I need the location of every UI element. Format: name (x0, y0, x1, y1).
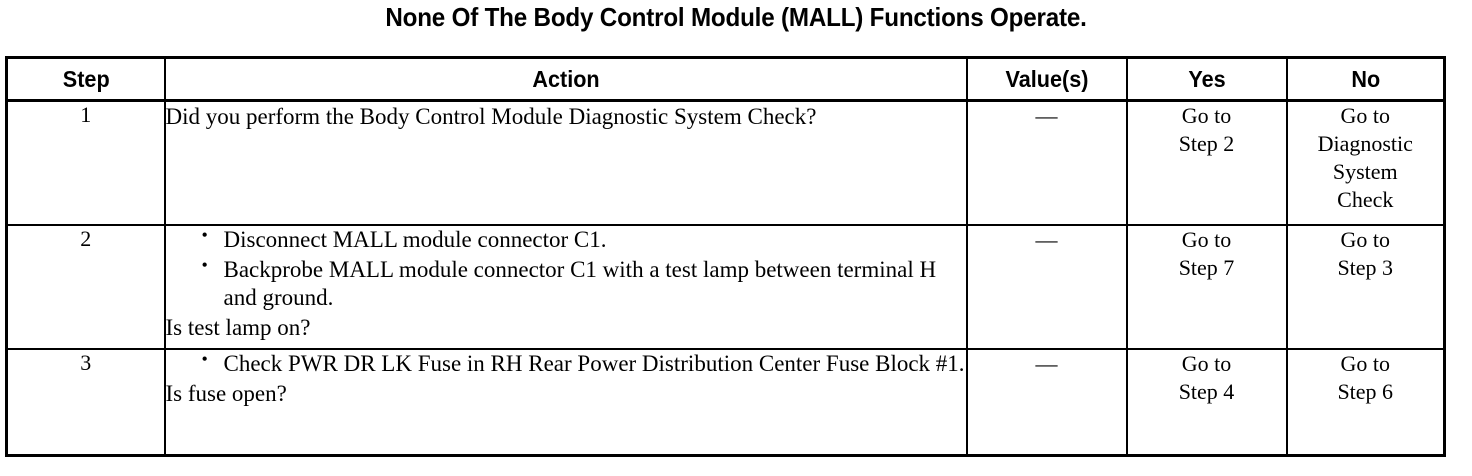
step-action: Disconnect MALL module connector C1. Bac… (163, 224, 968, 350)
table-row: 3 Check PWR DR LK Fuse in RH Rear Power … (5, 348, 1446, 457)
action-bullet-item: Backprobe MALL module connector C1 with … (166, 255, 966, 312)
step-number: 2 (5, 224, 166, 350)
step-value: — (965, 224, 1128, 350)
column-header-yes: Yes (1130, 56, 1283, 102)
column-header-action: Action (187, 56, 944, 102)
step-number: 3 (5, 348, 166, 457)
action-bullet-list: Disconnect MALL module connector C1. Bac… (166, 225, 966, 312)
column-header-value: Value(s) (970, 56, 1123, 102)
step-value: — (965, 348, 1128, 457)
action-bullet-item: Check PWR DR LK Fuse in RH Rear Power Di… (166, 349, 966, 378)
step-number: 1 (5, 99, 166, 226)
table-row: 1 Did you perform the Body Control Modul… (5, 99, 1446, 226)
step-action: Check PWR DR LK Fuse in RH Rear Power Di… (163, 348, 968, 457)
table-row: 2 Disconnect MALL module connector C1. B… (5, 224, 1446, 350)
action-question: Did you perform the Body Control Module … (165, 104, 817, 129)
column-header-no: No (1290, 56, 1442, 102)
page-title: None Of The Body Control Module (MALL) F… (385, 2, 1087, 32)
action-bullet-item: Disconnect MALL module connector C1. (166, 225, 966, 254)
step-action: Did you perform the Body Control Module … (163, 99, 968, 226)
table-body: 1 Did you perform the Body Control Modul… (5, 99, 1446, 457)
column-header-step: Step (9, 56, 161, 102)
action-bullet-list: Check PWR DR LK Fuse in RH Rear Power Di… (166, 349, 966, 378)
table-header-row: Step Action Value(s) Yes No (7, 56, 1445, 102)
diagnostic-steps-table: Step Action Value(s) Yes No 1 Did you pe… (5, 56, 1446, 457)
step-value: — (965, 99, 1128, 226)
action-question: Is test lamp on? (165, 315, 311, 341)
action-question: Is fuse open? (165, 381, 287, 407)
